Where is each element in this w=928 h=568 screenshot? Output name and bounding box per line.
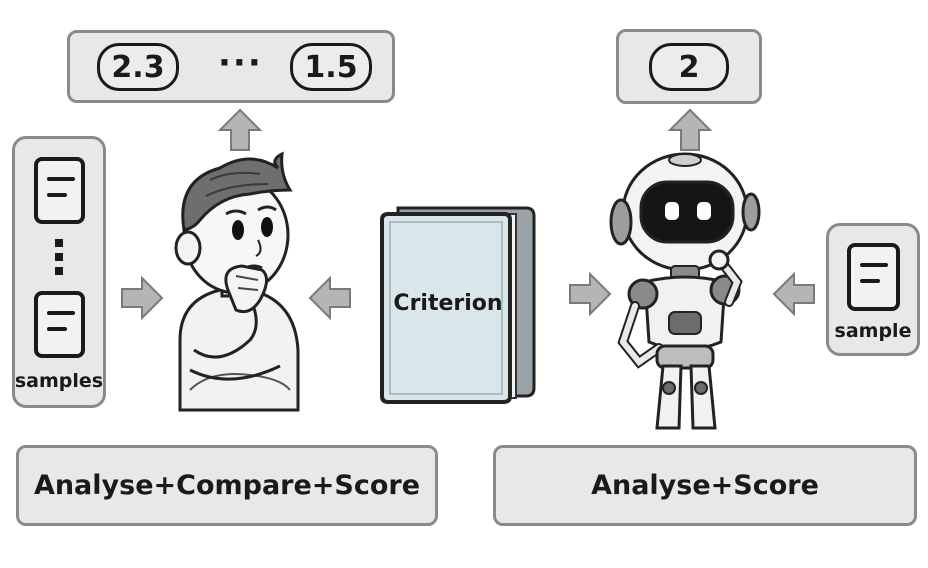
thinking-robot-icon xyxy=(609,152,761,430)
left-arrow-icon xyxy=(772,271,815,317)
score-pill-last: 1.5 xyxy=(290,43,372,91)
score-pill-first: 2.3 xyxy=(97,43,179,91)
samples-box: samples xyxy=(12,136,106,408)
robot-caption-text: Analyse+Score xyxy=(591,470,819,501)
sample-label: sample xyxy=(834,320,912,342)
robot-output-box: 2 xyxy=(616,29,762,104)
robot-caption: Analyse+Score xyxy=(493,445,917,526)
vertical-ellipsis xyxy=(55,239,63,281)
human-output-box: 2.3 ··· 1.5 xyxy=(67,30,395,103)
up-arrow-icon xyxy=(217,108,263,151)
thinking-person-icon xyxy=(174,151,300,412)
document-icon xyxy=(34,157,85,224)
human-caption: Analyse+Compare+Score xyxy=(16,445,438,526)
human-caption-text: Analyse+Compare+Score xyxy=(33,470,421,501)
document-icon xyxy=(34,291,85,358)
samples-label: samples xyxy=(14,370,104,392)
document-icon xyxy=(847,243,900,311)
book-title: Criterion xyxy=(393,290,503,316)
right-arrow-icon xyxy=(121,275,164,321)
ellipsis: ··· xyxy=(218,43,263,83)
book-icon xyxy=(380,206,536,404)
sample-box: sample xyxy=(826,223,920,356)
left-arrow-icon xyxy=(308,275,351,321)
robot-score-pill: 2 xyxy=(649,43,729,91)
up-arrow-icon xyxy=(667,108,713,151)
right-arrow-icon xyxy=(569,271,612,317)
